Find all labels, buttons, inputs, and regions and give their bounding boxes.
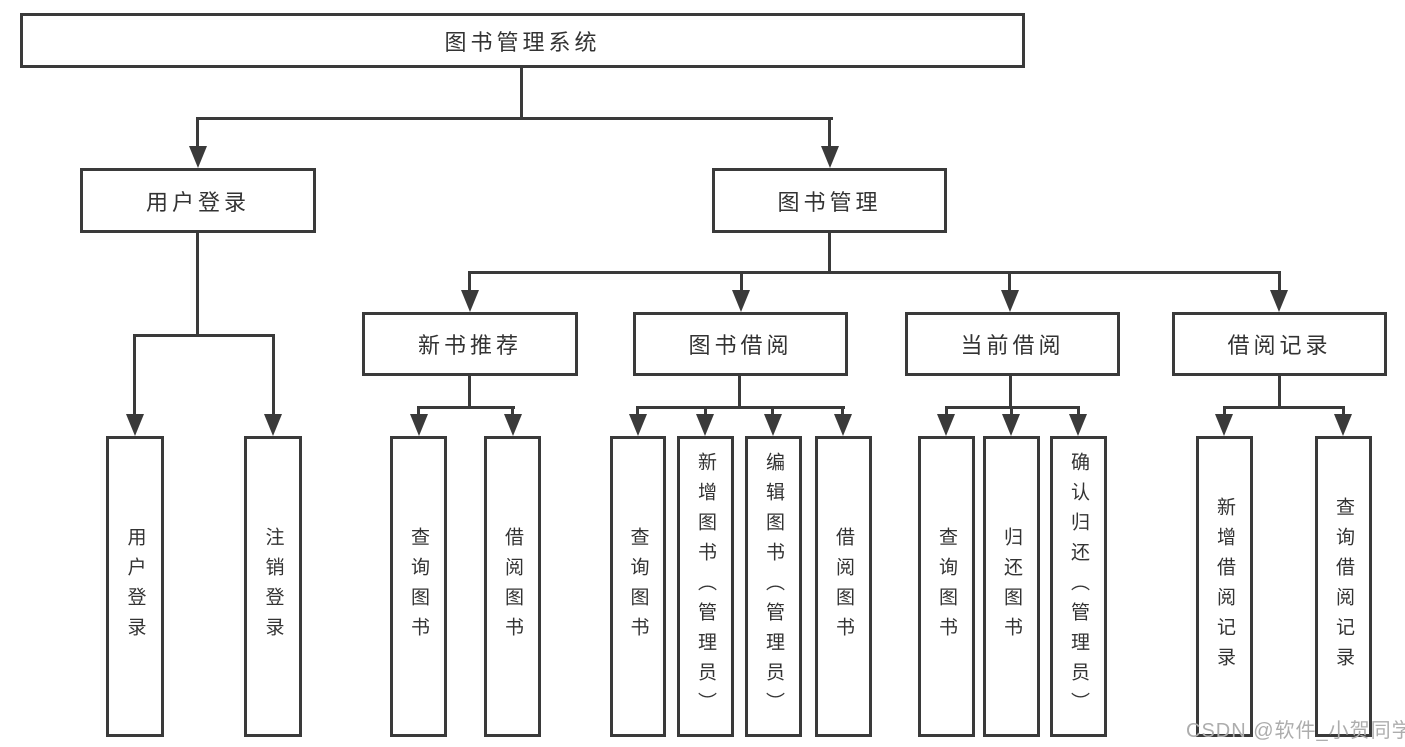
connector-arrowhead [1001, 290, 1019, 312]
connector-arrowhead [821, 146, 839, 168]
node-recommend-borrow-books: 借阅图书 [484, 436, 541, 737]
connector-arrowhead [1002, 414, 1020, 436]
connector-arrowhead [696, 414, 714, 436]
connector-arrowhead [937, 414, 955, 436]
node-edit-book-admin: 编辑图书（管理员） [745, 436, 802, 737]
node-borrowing-query-books: 查询图书 [610, 436, 666, 737]
connector-line [636, 406, 639, 416]
connector-arrowhead [189, 146, 207, 168]
node-book-borrowing: 图书借阅 [633, 312, 848, 376]
connector-line [196, 231, 199, 337]
connector-line [196, 117, 199, 150]
connector-line [272, 334, 275, 416]
node-user-login-leaf: 用户登录 [106, 436, 164, 737]
connector-line [771, 406, 774, 416]
connector-line [468, 271, 1281, 274]
connector-line [1223, 406, 1226, 416]
connector-line [511, 406, 514, 416]
node-logout-leaf: 注销登录 [244, 436, 302, 737]
connector-line [841, 406, 844, 416]
node-current-query-books: 查询图书 [918, 436, 975, 737]
connector-line [1342, 406, 1345, 416]
connector-line [468, 373, 471, 409]
connector-line [738, 373, 741, 409]
connector-line [740, 271, 743, 293]
node-query-borrow-record: 查询借阅记录 [1315, 436, 1372, 737]
connector-line [1009, 373, 1012, 409]
node-library-management-system: 图书管理系统 [20, 13, 1025, 68]
connector-arrowhead [410, 414, 428, 436]
connector-arrowhead [1270, 290, 1288, 312]
connector-arrowhead [764, 414, 782, 436]
node-book-management: 图书管理 [712, 168, 947, 233]
connector-arrowhead [264, 414, 282, 436]
connector-line [520, 66, 523, 119]
node-recommend-query-books: 查询图书 [390, 436, 447, 737]
connector-line [196, 117, 833, 120]
connector-line [945, 406, 948, 416]
node-confirm-return-admin: 确认归还（管理员） [1050, 436, 1107, 737]
connector-line [636, 406, 845, 409]
node-add-borrow-record: 新增借阅记录 [1196, 436, 1253, 737]
node-current-borrowing: 当前借阅 [905, 312, 1120, 376]
node-borrowing-borrow-books: 借阅图书 [815, 436, 872, 737]
connector-line [133, 334, 136, 416]
connector-line [417, 406, 515, 409]
node-new-book-recommendation: 新书推荐 [362, 312, 578, 376]
connector-line [828, 117, 831, 150]
connector-line [1077, 406, 1080, 416]
connector-arrowhead [461, 290, 479, 312]
connector-line [1223, 406, 1345, 409]
connector-line [828, 231, 831, 274]
connector-line [417, 406, 420, 416]
connector-line [468, 271, 471, 293]
connector-line [1008, 271, 1011, 293]
node-borrowing-records: 借阅记录 [1172, 312, 1387, 376]
connector-arrowhead [732, 290, 750, 312]
connector-arrowhead [1215, 414, 1233, 436]
connector-line [1010, 406, 1013, 416]
connector-line [1278, 373, 1281, 409]
connector-line [704, 406, 707, 416]
connector-arrowhead [126, 414, 144, 436]
connector-line [1278, 271, 1281, 293]
connector-arrowhead [834, 414, 852, 436]
connector-arrowhead [504, 414, 522, 436]
node-add-book-admin: 新增图书（管理员） [677, 436, 734, 737]
connector-arrowhead [1334, 414, 1352, 436]
node-user-login: 用户登录 [80, 168, 316, 233]
csdn-watermark: CSDN @软件_小贺同学 [1186, 720, 1405, 742]
connector-arrowhead [629, 414, 647, 436]
connector-line [133, 334, 275, 337]
connector-arrowhead [1069, 414, 1087, 436]
node-return-books: 归还图书 [983, 436, 1040, 737]
